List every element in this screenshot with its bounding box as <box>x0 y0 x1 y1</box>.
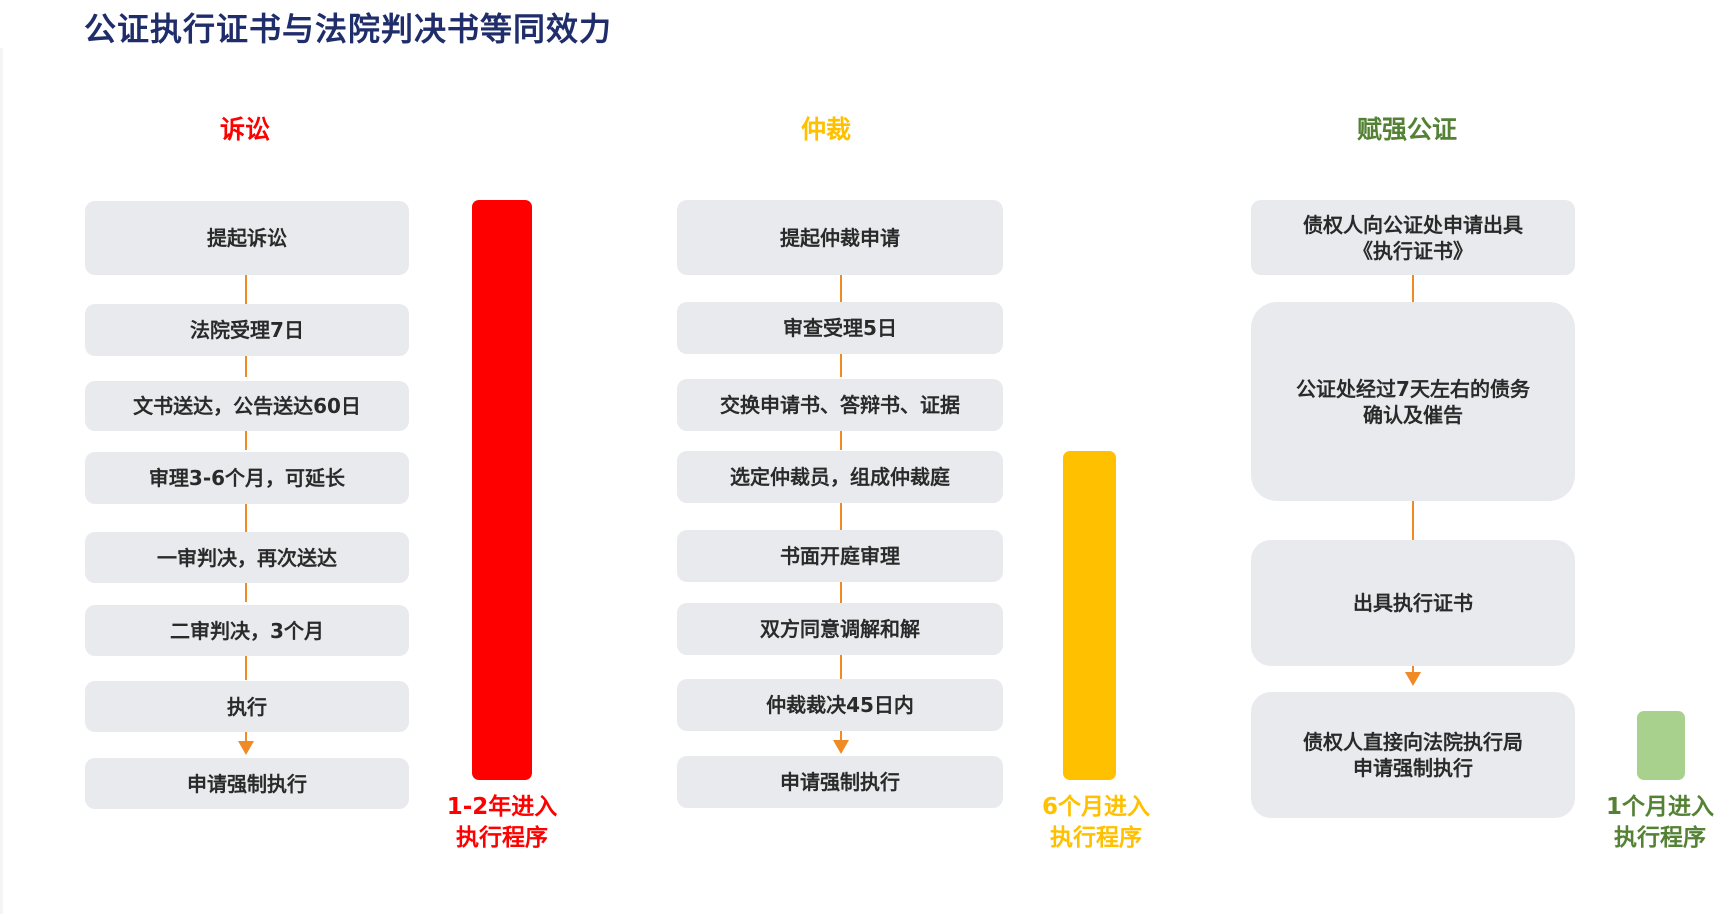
notarization-step: 债权人向公证处申请出具 《执行证书》 <box>1251 200 1575 275</box>
connector-line <box>840 428 842 450</box>
litigation-step: 提起诉讼 <box>85 201 409 275</box>
litigation-duration-label: 1-2年进入 执行程序 <box>446 794 558 851</box>
connector-line <box>840 500 842 532</box>
notarization-duration-bar <box>1637 711 1685 780</box>
notarization-step: 公证处经过7天左右的债务 确认及催告 <box>1251 302 1575 501</box>
litigation-step: 申请强制执行 <box>85 758 409 809</box>
connector-line <box>245 728 247 744</box>
arbitration-step: 仲裁裁决45日内 <box>677 679 1003 731</box>
arbitration-step: 审查受理5日 <box>677 302 1003 354</box>
arbitration-step: 提起仲裁申请 <box>677 200 1003 275</box>
notarization-step: 出具执行证书 <box>1251 540 1575 666</box>
litigation-title: 诉讼 <box>219 115 270 144</box>
arbitration-step: 书面开庭审理 <box>677 530 1003 582</box>
litigation-step: 二审判决，3个月 <box>85 605 409 656</box>
connector-line <box>1412 666 1414 672</box>
notarization-step: 债权人直接向法院执行局 申请强制执行 <box>1251 692 1575 818</box>
arrow-down-icon <box>833 740 849 754</box>
arbitration-step: 双方同意调解和解 <box>677 603 1003 655</box>
arrow-down-icon <box>238 741 254 755</box>
connector-line <box>840 654 842 679</box>
arrow-down-icon <box>1405 672 1421 686</box>
page-title: 公证执行证书与法院判决书等同效力 <box>84 10 613 48</box>
arbitration-title: 仲裁 <box>800 115 851 144</box>
arbitration-step: 申请强制执行 <box>677 756 1003 808</box>
connector-line <box>245 248 247 306</box>
connector-line <box>1412 274 1414 304</box>
notarization-title: 赋强公证 <box>1356 115 1457 144</box>
connector-line <box>840 352 842 377</box>
notarization-duration-label: 1个月进入 执行程序 <box>1605 794 1714 851</box>
litigation-step: 文书送达，公告送达60日 <box>85 381 409 431</box>
litigation-step: 审理3-6个月，可延长 <box>85 452 409 504</box>
arbitration-step: 选定仲裁员，组成仲裁庭 <box>677 451 1003 503</box>
arbitration-duration-bar <box>1063 451 1116 780</box>
connector-line <box>245 352 247 377</box>
left-edge-strip <box>0 48 3 914</box>
connector-line <box>245 502 247 532</box>
litigation-step: 法院受理7日 <box>85 304 409 356</box>
litigation-step: 执行 <box>85 681 409 732</box>
litigation-step: 一审判决，再次送达 <box>85 532 409 583</box>
arbitration-duration-label: 6个月进入 执行程序 <box>1041 794 1150 851</box>
litigation-duration-bar <box>472 200 532 780</box>
connector-line <box>1412 500 1414 540</box>
connector-line <box>245 580 247 602</box>
connector-line <box>840 580 842 605</box>
connector-line <box>840 272 842 304</box>
connector-line <box>840 728 842 742</box>
connector-line <box>245 428 247 450</box>
connector-line <box>245 655 247 680</box>
arbitration-step: 交换申请书、答辩书、证据 <box>677 379 1003 431</box>
